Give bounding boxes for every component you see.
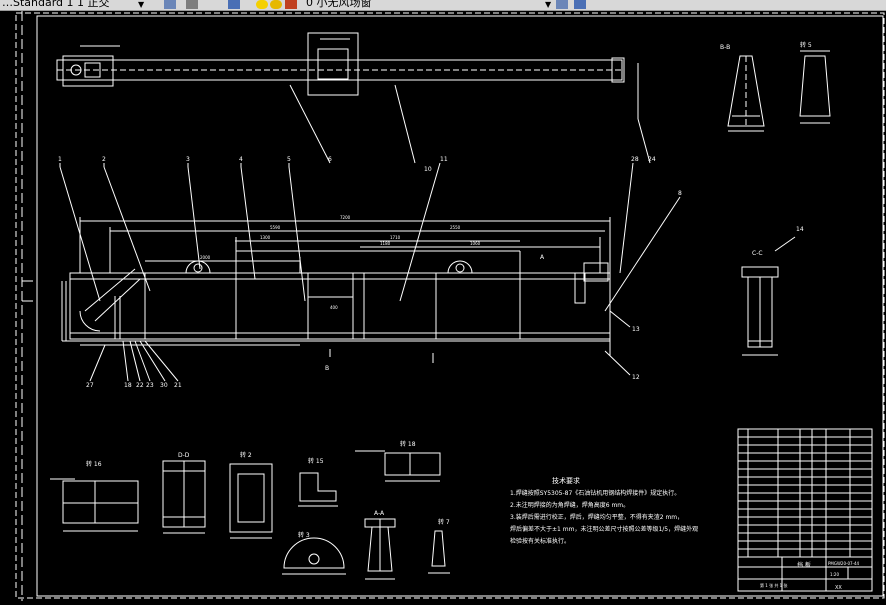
layer-dropdown[interactable]: …Standard 1 1 正交 bbox=[2, 0, 110, 9]
label-c-c: C-C bbox=[752, 250, 763, 257]
balloon-bottom-4: 30 bbox=[160, 382, 168, 389]
balloon-top-10: 6 bbox=[328, 156, 332, 163]
balloon-bottom-0: 27 bbox=[86, 382, 94, 389]
balloon-top-6: 11 bbox=[440, 156, 448, 163]
balloon-bottom-3: 23 bbox=[146, 382, 154, 389]
title-drawing-no: PMGW20-07-44 bbox=[828, 561, 860, 566]
section-dd-view bbox=[162, 460, 206, 534]
rot2-view bbox=[229, 463, 273, 539]
main-elevation-view bbox=[61, 250, 611, 363]
drawing-canvas[interactable]: B-B 转 5 C-C 转 16 D-D 转 2 转 15 转 18 转 3 A… bbox=[0, 11, 886, 601]
drawing-labels: B-B 转 5 C-C 转 16 D-D 转 2 转 15 转 18 转 3 A… bbox=[58, 41, 860, 591]
rot18-view bbox=[355, 450, 441, 482]
tech-line-2: 2.未注明焊接的为角焊缝，焊角高度6 mm。 bbox=[510, 501, 629, 509]
balloon-bottom-2: 22 bbox=[136, 382, 144, 389]
dim-d7: 2000 bbox=[200, 255, 211, 260]
layer-dropdown-arrow-icon[interactable]: ▼ bbox=[138, 0, 145, 9]
layer-walk-icon[interactable] bbox=[574, 0, 586, 9]
label-rot18: 转 18 bbox=[400, 440, 416, 448]
label-view-b: B bbox=[325, 365, 329, 372]
lock-icon[interactable] bbox=[285, 0, 297, 9]
title-sheet: 第 1 张 共 1 张 bbox=[760, 582, 787, 588]
title-school: XX bbox=[835, 585, 842, 591]
label-a-a: A-A bbox=[374, 510, 385, 517]
parts-list-table bbox=[737, 428, 873, 558]
bulb-icon[interactable] bbox=[256, 0, 268, 9]
drawing-frame bbox=[36, 15, 884, 597]
balloon-top-0: 1 bbox=[58, 156, 62, 163]
dim-d8: 400 bbox=[330, 305, 338, 310]
balloon-top-1: 2 bbox=[102, 156, 106, 163]
title-block bbox=[737, 556, 873, 592]
elevation-dimensions bbox=[79, 217, 611, 273]
layer-name-arrow-icon[interactable]: ▼ bbox=[545, 0, 552, 9]
label-rot5: 转 5 bbox=[800, 41, 812, 49]
tech-line-3: 3.装焊后需进行校正，焊后，焊缝均匀平整，不得有夹渣2 mm， bbox=[510, 513, 683, 521]
sheet-border bbox=[15, 12, 885, 599]
section-cc-view bbox=[741, 236, 796, 356]
balloon-right-0: 13 bbox=[632, 326, 640, 333]
rot5-view bbox=[799, 50, 831, 124]
balloon-top-2: 3 bbox=[186, 156, 190, 163]
balloon-top-3: 4 bbox=[239, 156, 243, 163]
label-b-b: B-B bbox=[720, 44, 730, 51]
balloon-top-7: 28 bbox=[631, 156, 639, 163]
match-layer-icon[interactable] bbox=[164, 0, 176, 9]
balloon-bottom-5: 21 bbox=[174, 382, 182, 389]
layers-icon[interactable] bbox=[228, 0, 240, 9]
top-plan-view bbox=[56, 32, 625, 96]
balloon-top-4: 5 bbox=[287, 156, 291, 163]
section-aa-view bbox=[364, 518, 396, 580]
label-view-a: A bbox=[540, 254, 545, 261]
balloon-right-1: 12 bbox=[632, 374, 640, 381]
layer-name-field[interactable]: 0 小无风场窗 bbox=[306, 0, 372, 9]
label-d-d: D-D bbox=[178, 452, 190, 459]
rot16-view bbox=[50, 478, 139, 532]
balloon-top-9: 8 bbox=[678, 190, 682, 197]
rot3-view bbox=[282, 537, 346, 575]
dim-d3: 1710 bbox=[390, 235, 401, 240]
dim-d5: 1180 bbox=[380, 241, 391, 246]
title-part-name: 挡 板 bbox=[797, 561, 811, 569]
dim-d6: 1060 bbox=[470, 241, 481, 246]
layer-states-icon[interactable] bbox=[556, 0, 568, 9]
label-rot16: 转 16 bbox=[86, 460, 102, 468]
balloon-top-8: 24 bbox=[648, 156, 656, 163]
rot15-view bbox=[298, 472, 338, 507]
drawing-svg: B-B 转 5 C-C 转 16 D-D 转 2 转 15 转 18 转 3 A… bbox=[15, 11, 885, 601]
dim-overall: 7200 bbox=[340, 215, 351, 220]
cad-toolbar: …Standard 1 1 正交 ▼ 0 小无风场窗 ▼ bbox=[0, 0, 886, 11]
tech-line-1: 1.焊缝按照SY5305-87《石油钻机用钢结构焊接件》规定执行。 bbox=[510, 489, 680, 497]
tech-line-5: 检验按有关标准执行。 bbox=[510, 537, 570, 545]
label-rot7: 转 7 bbox=[438, 518, 450, 526]
dim-d2: 2550 bbox=[450, 225, 461, 230]
balloon-bottom-1: 18 bbox=[124, 382, 132, 389]
title-scale: 1:20 bbox=[830, 572, 839, 577]
tech-title: 技术要求 bbox=[552, 476, 580, 485]
section-bb-view bbox=[727, 55, 765, 132]
leader-lines bbox=[59, 63, 681, 382]
balloon-right-2: 14 bbox=[796, 226, 804, 233]
rot7-view bbox=[428, 530, 450, 574]
dim-d4: 1300 bbox=[260, 235, 271, 240]
tech-line-4: 焊后偏差不大于±1 mm，未注明公差尺寸按照公差等级1/5，焊缝外观 bbox=[510, 525, 698, 533]
label-rot2: 转 2 bbox=[240, 451, 252, 459]
label-rot3: 转 3 bbox=[298, 531, 310, 539]
sun-icon[interactable] bbox=[270, 0, 282, 9]
dim-d1: 5590 bbox=[270, 225, 281, 230]
label-rot15: 转 15 bbox=[308, 457, 324, 465]
layer-previous-icon[interactable] bbox=[186, 0, 198, 9]
balloon-top-5: 10 bbox=[424, 166, 432, 173]
